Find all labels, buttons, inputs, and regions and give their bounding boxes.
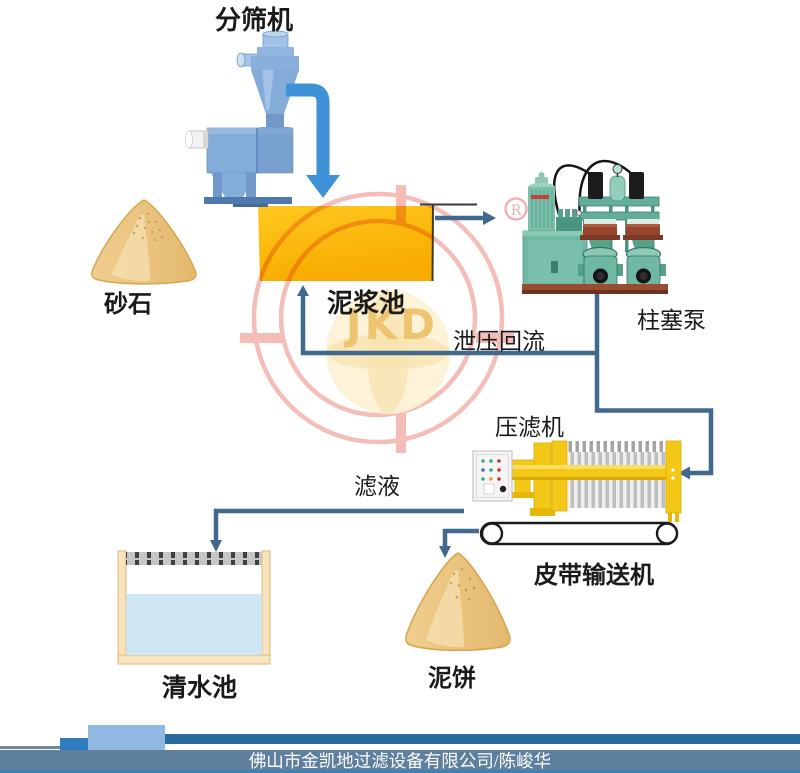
filter-press-graphic — [472, 440, 682, 522]
svg-text:R: R — [511, 203, 522, 219]
label-filtrate: 滤液 — [354, 474, 400, 500]
registered-trademark-icon: R — [504, 197, 528, 221]
mud-cake-pile — [404, 552, 511, 652]
label-belt-conveyor: 皮带输送机 — [534, 561, 654, 589]
belt-conveyor-graphic — [479, 521, 679, 546]
label-sand-gravel: 砂石 — [104, 290, 152, 318]
footer-rect-accent — [88, 725, 165, 750]
plunger-pump-graphic — [522, 159, 668, 294]
footer-company-text: 佛山市金凯地过滤设备有限公司/陈峻华 — [248, 750, 552, 771]
label-pressure-relief-return: 泄压回流 — [453, 329, 545, 355]
footer-square-accent — [60, 738, 88, 750]
sand-gravel-pile — [91, 199, 197, 285]
slurry-pool-tank — [258, 206, 433, 281]
watermark-brand-text: JKD — [343, 300, 438, 349]
label-plunger-pump: 柱塞泵 — [637, 308, 706, 334]
label-mud-cake: 泥饼 — [428, 664, 476, 692]
screening-machine-graphic — [185, 30, 299, 207]
flow-lines — [213, 215, 714, 546]
label-filter-press: 压滤机 — [495, 415, 564, 441]
clear-water-pool-graphic — [117, 550, 271, 665]
label-clear-water-pool: 清水池 — [162, 673, 238, 702]
slurry-pool-edge — [420, 203, 477, 282]
label-screening-machine: 分筛机 — [215, 6, 294, 36]
footer-bar — [165, 734, 800, 744]
footer-line-left — [0, 746, 60, 749]
footer-company-band: 佛山市金凯地过滤设备有限公司/陈峻华 — [0, 750, 800, 771]
footer-strip — [0, 770, 800, 773]
flow-arrowheads — [210, 211, 690, 558]
label-slurry-pool: 泥浆池 — [327, 289, 406, 319]
feed-arrow — [286, 83, 340, 198]
